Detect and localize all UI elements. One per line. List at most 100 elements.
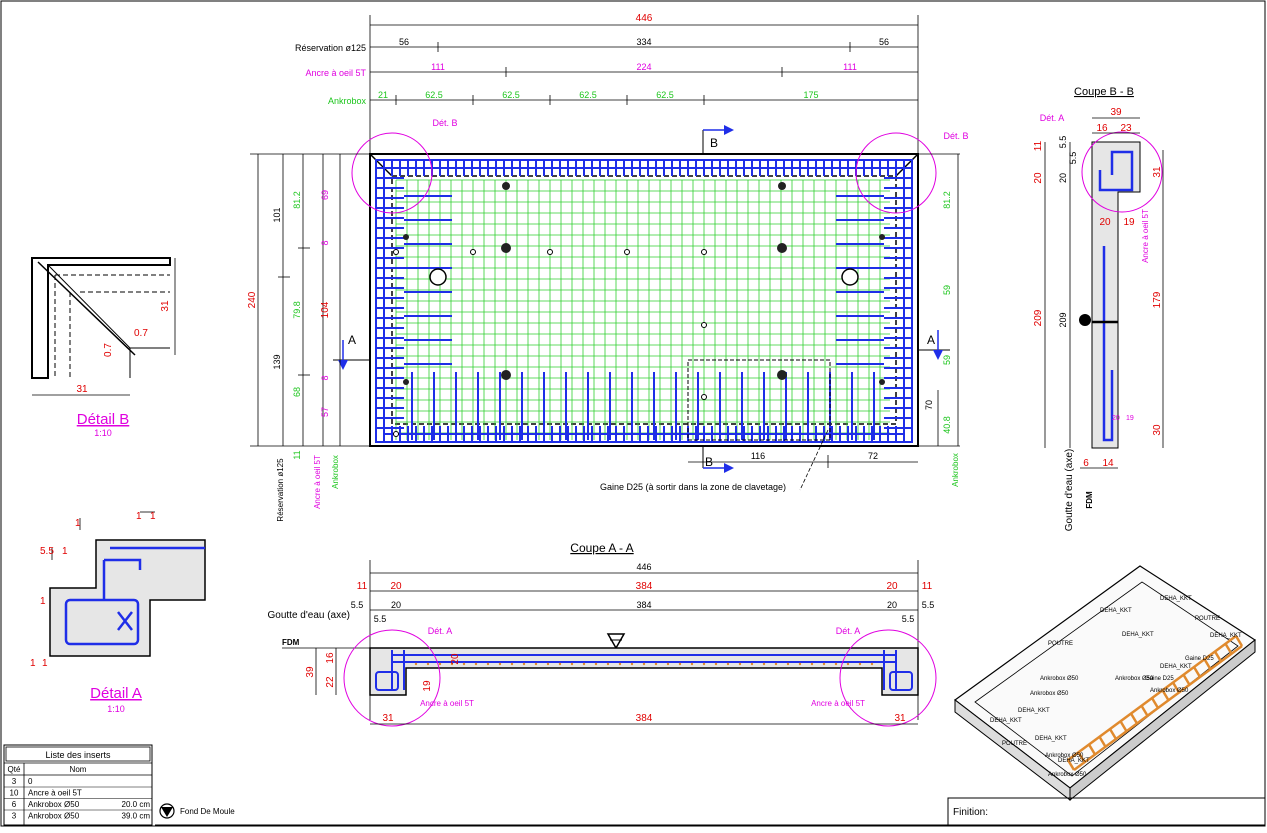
mesh-dot — [750, 662, 754, 666]
deta-dim-1b: 1 — [136, 511, 142, 522]
legend-fond-de-moule-label: Fond De Moule — [180, 807, 235, 816]
anchor-insert — [777, 243, 787, 253]
detb-dim-07a: 0.7 — [134, 328, 148, 339]
aa-left-16: 16 — [325, 652, 336, 664]
mesh-dot — [558, 662, 562, 666]
mesh-dot — [450, 662, 454, 666]
aa-det-a-left: Dét. A — [428, 626, 453, 636]
title-block: Finition: — [155, 797, 1266, 827]
iso-label: DEHA_KKT — [1160, 664, 1192, 670]
mesh-dot — [678, 662, 682, 666]
left-mag-1: 69 — [320, 190, 330, 200]
iso-label: POUTRE — [1048, 641, 1073, 647]
v-label-ankrobox: Ankrobox — [331, 455, 340, 489]
mesh-dot — [858, 662, 862, 666]
aa-bottom-31b: 31 — [894, 713, 906, 724]
coupe-aa-title: Coupe A - A — [570, 541, 633, 555]
insert-name: Ankrobox Ø50 — [28, 812, 80, 821]
ankro-dim-4: 62.5 — [579, 90, 597, 100]
plan-reservation-label: Réservation ø125 — [295, 43, 366, 53]
mesh-dot — [666, 662, 670, 666]
v-label-reservation: Réservation ø125 — [276, 458, 285, 522]
iso-label: DEHA_KKT — [1058, 758, 1090, 764]
mesh-dot — [486, 662, 490, 666]
right-green-3: 59 — [942, 355, 952, 365]
anchor-insert — [778, 182, 786, 190]
section-marker-a-right: A — [918, 330, 950, 360]
mesh-dot — [822, 662, 826, 666]
insert-qty: 3 — [12, 812, 17, 821]
bottom-dim-2: 72 — [868, 451, 878, 461]
mesh-dot — [690, 662, 694, 666]
left-green-1: 81.2 — [292, 191, 302, 209]
aa-detail-a-callout-left — [343, 629, 441, 727]
mesh-dot — [510, 662, 514, 666]
bb-anchor-label: Ancre à oeil 5T — [1141, 209, 1150, 263]
aa-r2-55a: 5.5 — [351, 600, 364, 610]
mesh-dot — [834, 662, 838, 666]
bb-top-16: 16 — [1096, 123, 1108, 134]
mesh-dot — [810, 662, 814, 666]
gaine-rung — [1066, 759, 1076, 771]
detail-b-scale: 1:10 — [94, 428, 112, 438]
mesh-dot — [426, 662, 430, 666]
anchor-insert — [777, 370, 787, 380]
mesh-grid — [395, 179, 890, 440]
bottom-dim-1: 116 — [751, 451, 765, 461]
inserts-header-name: Nom — [70, 765, 87, 774]
bb-top-39: 39 — [1110, 107, 1122, 118]
bb-bottom-20: 20 — [1112, 415, 1120, 422]
aa-r2-20b: 20 — [887, 600, 897, 610]
bb-right-179: 179 — [1152, 291, 1163, 308]
left-green-2: 79.8 — [292, 301, 302, 319]
gaine-rung — [1077, 751, 1086, 763]
deta-dim-55: 5.5 — [40, 546, 54, 557]
iso-label: DEHA_KKT — [1160, 596, 1192, 602]
mesh-dot — [726, 662, 730, 666]
bb-left-55b: 5.5 — [1068, 152, 1078, 165]
aa-detail-a-callout-right — [839, 629, 937, 727]
deta-dim-1a: 1 — [75, 518, 81, 529]
bb-left-20: 20 — [1033, 172, 1044, 184]
anchor-insert — [501, 370, 511, 380]
section-b-b: Coupe B - B Dét. A 39 16 23 11 20 209 20… — [1033, 86, 1164, 531]
mesh-dot — [546, 662, 550, 666]
ankro-dim-2: 62.5 — [425, 90, 443, 100]
left-mag-4: 57 — [320, 407, 330, 417]
bb-top-23: 23 — [1120, 123, 1132, 134]
iso-label: DEHA_KKT — [990, 718, 1022, 724]
plan-ankrobox-label: Ankrobox — [328, 96, 367, 106]
det-b-tag-left: Dét. B — [432, 118, 457, 128]
deta-dim-1d: 1 — [62, 546, 68, 557]
ankro-dim-5: 62.5 — [656, 90, 674, 100]
bb-left-209-red: 209 — [1033, 309, 1044, 326]
ankro-dim-3: 62.5 — [502, 90, 520, 100]
insert-qty: 10 — [10, 789, 19, 798]
mesh-dot — [654, 662, 658, 666]
deta-dim-1g: 1 — [42, 658, 48, 669]
inserts-header-qty: Qté — [8, 765, 21, 774]
aa-r1-20a: 20 — [390, 581, 402, 592]
mesh-dot — [570, 662, 574, 666]
right-v-label-ankrobox: Ankrobox — [951, 453, 960, 487]
bb-right-31: 31 — [1152, 166, 1163, 178]
reservation-hole — [841, 268, 859, 286]
reservation-hole — [429, 268, 447, 286]
mesh-dot — [786, 662, 790, 666]
finition-label: Finition: — [953, 807, 988, 818]
detail-b-title: Détail B — [77, 411, 130, 428]
gaine-rung — [1140, 705, 1149, 717]
detail-b: 31 31 0.7 0.7 Détail B 1:10 — [31, 257, 176, 438]
legend-fond-de-moule: Fond De Moule — [159, 803, 235, 819]
anchor-insert — [879, 234, 885, 240]
detail-a: 5.5 1 1 1 1 1 1 1 Détail A 1:10 — [30, 511, 206, 714]
v-label-anchor: Ancre à oeil 5T — [313, 455, 322, 509]
mesh-dot — [606, 662, 610, 666]
bb-left-20-black: 20 — [1058, 173, 1068, 183]
detail-b-callout — [351, 132, 433, 214]
mesh-dot — [618, 662, 622, 666]
svg-text:B: B — [710, 136, 718, 150]
gaine-rung — [1182, 674, 1191, 686]
gaine-rung — [1171, 681, 1181, 694]
